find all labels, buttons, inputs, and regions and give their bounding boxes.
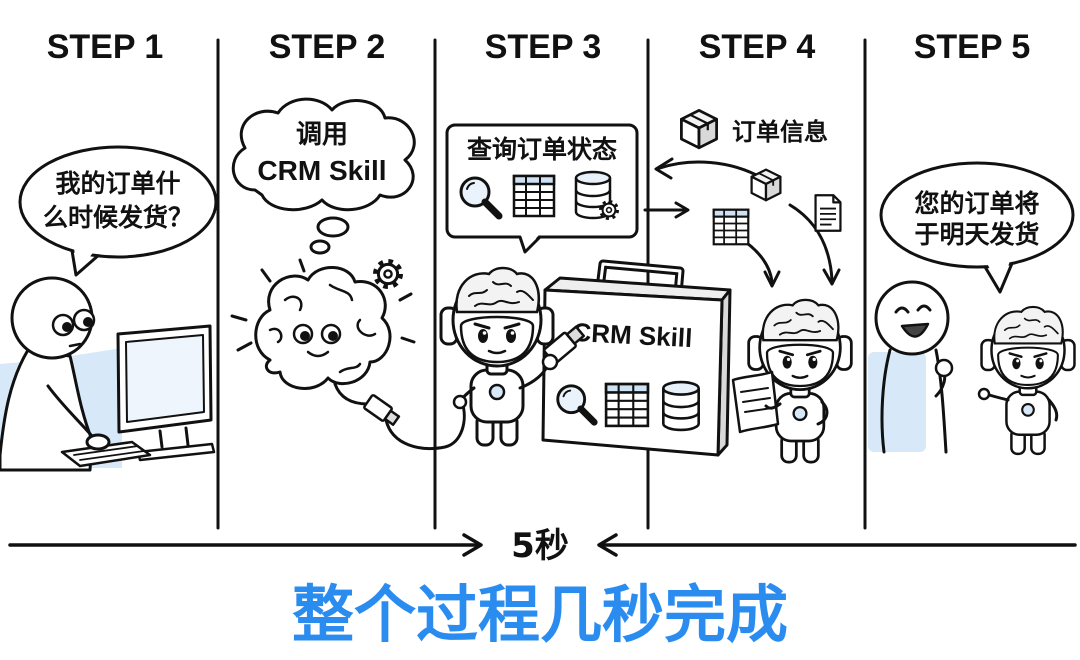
- usb-plug: [363, 394, 401, 426]
- brain-character: [254, 266, 392, 406]
- happy-user-hand: [934, 358, 954, 378]
- order-paper: [731, 370, 780, 434]
- timeline: 5秒: [8, 526, 1077, 566]
- box-icon: [750, 168, 782, 202]
- bubble-outline: [18, 145, 218, 259]
- data-flow-arrow-right-head: [822, 268, 841, 286]
- thought-line-1: 调用: [296, 120, 348, 150]
- return-arrow-head: [654, 157, 674, 180]
- order-info-label: 订单信息: [732, 118, 828, 146]
- user-pupil-left: [62, 322, 72, 332]
- robot-left-hand: [452, 394, 468, 410]
- step-2-title: STEP 2: [269, 28, 386, 66]
- briefcase-label: CRM Skill: [572, 317, 693, 353]
- step-3-title: STEP 3: [485, 28, 602, 66]
- panel-1-user-asks: 我的订单什 么时候发货？: [0, 145, 218, 472]
- brain-smile: [306, 350, 330, 358]
- held-plug-tip: [565, 325, 586, 345]
- brain-pupil-right: [328, 331, 338, 341]
- thought-dot-large: [316, 216, 350, 238]
- paper-sheet: [731, 370, 780, 434]
- table-icon: [604, 382, 650, 428]
- step-5-title: STEP 5: [914, 28, 1031, 66]
- timeline-right-arrowhead: [597, 533, 618, 557]
- brain-folds: [268, 283, 377, 374]
- data-flow-arrow-right: [788, 203, 834, 282]
- panel-2-brain-thinks: 调用 CRM Skill: [230, 97, 466, 450]
- briefcase-front: [541, 288, 724, 457]
- thought-cloud: 调用 CRM Skill: [231, 97, 416, 255]
- monitor-stand: [158, 426, 190, 449]
- panel-5-answer-delivered: 您的订单将 于明天发货: [868, 161, 1076, 456]
- excitement-rays: [230, 258, 416, 352]
- data-flow-arrow-left-head: [763, 270, 781, 288]
- step-headers: STEP 1 STEP 2 STEP 3 STEP 4 STEP 5: [47, 28, 1031, 66]
- happy-user-figure: [874, 280, 954, 454]
- query-box-tail: [518, 235, 542, 254]
- bubble-line-2: 么时候发货？: [43, 203, 193, 232]
- user-figure: [0, 276, 152, 472]
- answer-bubble-tail: [983, 261, 1014, 294]
- bubble-tail-fill: [74, 245, 96, 274]
- user-mouth: [68, 342, 82, 348]
- panel-4-order-info-returned: 订单信息: [643, 109, 853, 464]
- computer-monitor: [116, 324, 216, 462]
- usb-cable: [384, 400, 466, 450]
- monitor-screen: [125, 334, 205, 423]
- answer-bubble-tail-fill: [986, 258, 1011, 290]
- timeline-left-arrowhead: [462, 533, 483, 557]
- answer-line-1: 您的订单将: [914, 189, 1039, 218]
- robot-right-hand: [541, 353, 559, 371]
- caption-headline: 整个过程几秒完成: [292, 578, 788, 651]
- brain-cable: [333, 382, 370, 406]
- happy-user-eyes: [894, 304, 932, 314]
- step-1-title: STEP 1: [47, 28, 164, 66]
- user-arm: [46, 384, 94, 438]
- return-arrow-curve: [658, 160, 764, 180]
- robot-arms: [764, 400, 829, 426]
- thought-line-2: CRM Skill: [257, 155, 386, 186]
- happy-user-head: [874, 280, 950, 356]
- keyboard-keys: [73, 445, 145, 461]
- bubble-tail: [70, 249, 100, 277]
- user-body: [0, 348, 94, 472]
- speech-bubble-question: 我的订单什 么时候发货？: [18, 145, 218, 277]
- thought-dot-small: [309, 239, 331, 255]
- document-icon: [814, 194, 842, 232]
- panel-5-shading: [868, 352, 926, 452]
- robot-pointing-hand: [977, 387, 991, 401]
- request-arrow-head: [674, 201, 690, 219]
- answer-line-2: 于明天发货: [914, 220, 1039, 249]
- query-box-title: 查询订单状态: [467, 135, 617, 164]
- bubble-line-1: 我的订单什: [55, 169, 180, 198]
- query-box-tail-fill: [520, 234, 540, 250]
- crm-skill-briefcase: CRM Skill: [541, 259, 732, 457]
- happy-user-body: [880, 348, 948, 454]
- user-pupil-right: [83, 317, 93, 327]
- query-box: 查询订单状态: [445, 123, 639, 254]
- table-icon: [512, 174, 556, 218]
- database-icon: [662, 380, 700, 432]
- box-icon: [680, 109, 718, 150]
- briefcase-handle-inner: [598, 262, 682, 295]
- user-hand: [85, 433, 111, 451]
- table-icon: [712, 208, 750, 246]
- answer-bubble-outline: [879, 161, 1075, 269]
- happy-user-mouth: [900, 322, 930, 338]
- cloud-outline: [231, 97, 416, 212]
- step-4-title: STEP 4: [699, 28, 816, 66]
- brain-pupil-left: [300, 331, 310, 341]
- usb-plug-tip: [383, 409, 401, 426]
- speech-bubble-answer: 您的订单将 于明天发货: [879, 161, 1075, 294]
- timeline-duration: 5秒: [511, 526, 569, 566]
- panel-3-robot-uses-skill: 查询订单状态 CRM Skill: [439, 123, 732, 457]
